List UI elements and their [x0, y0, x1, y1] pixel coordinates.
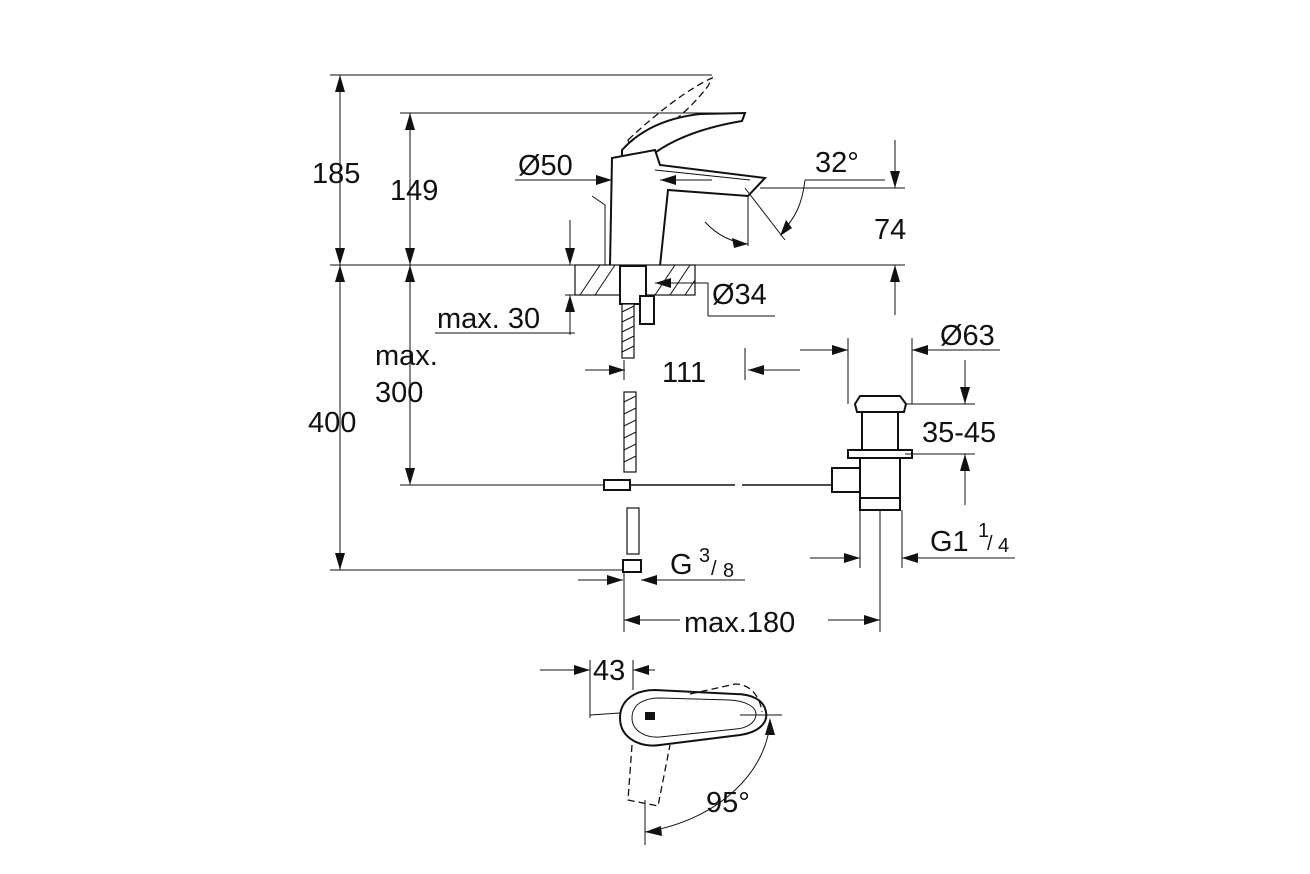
label-35-45: 35-45 — [922, 417, 996, 449]
flex-hose-middle — [623, 391, 637, 473]
waste-tail-nut — [859, 497, 901, 511]
hose-braid-upper — [621, 305, 635, 353]
top-view-body — [618, 688, 768, 747]
label-max: max. — [375, 340, 438, 372]
raised-lever-outline — [627, 76, 714, 151]
label-300: 300 — [375, 377, 423, 409]
label-g1-num: 1 — [978, 520, 989, 542]
label-g: G — [670, 549, 693, 581]
label-diameter-63: Ø63 — [940, 320, 995, 352]
flex-hose-lower — [626, 507, 640, 555]
label-149: 149 — [390, 175, 438, 207]
waste-rod-fitting — [831, 467, 861, 493]
label-diameter-50: Ø50 — [518, 150, 573, 182]
waste-body-upper — [861, 411, 899, 451]
waste-nut — [847, 449, 913, 459]
label-angle-32: 32° — [815, 147, 859, 179]
label-g-slash: / — [711, 558, 717, 580]
label-185: 185 — [312, 158, 360, 190]
faucet-top-view — [540, 660, 782, 845]
hose-braid-middle — [623, 395, 637, 463]
rod-clamp — [603, 479, 631, 491]
fixing-nut — [639, 295, 655, 325]
label-angle-95: 95° — [706, 787, 750, 819]
dimension-labels: 185 149 Ø50 32° 74 Ø34 max. 30 max. 300 … — [308, 147, 1009, 819]
label-43: 43 — [593, 655, 625, 687]
dimension-lines — [330, 74, 1015, 632]
label-g1: G1 — [930, 526, 969, 558]
top-lever-dashed — [689, 683, 763, 713]
label-diameter-34: Ø34 — [712, 279, 767, 311]
indicator-dot — [645, 712, 655, 720]
label-g-num: 3 — [699, 545, 710, 567]
waste-flange — [853, 395, 908, 413]
rotated-lever-dashed — [627, 744, 671, 807]
spout-edge — [654, 169, 751, 181]
lever-handle — [621, 111, 747, 162]
faucet-body — [608, 148, 768, 267]
label-g1-den: 4 — [998, 535, 1009, 557]
label-111: 111 — [662, 357, 706, 389]
label-74: 74 — [874, 214, 906, 246]
pull-rod — [591, 195, 606, 266]
label-g1-slash: / — [987, 533, 993, 555]
faucet-side-view — [574, 76, 832, 573]
waste-body-lower — [859, 457, 901, 499]
label-max-30: max. 30 — [437, 303, 540, 335]
label-max-180: max.180 — [684, 607, 795, 639]
top-pull-rod — [589, 712, 621, 716]
label-g-den: 8 — [723, 560, 734, 582]
hose-connector-nut — [622, 559, 642, 573]
label-400: 400 — [308, 407, 356, 439]
pop-up-waste — [831, 395, 913, 511]
